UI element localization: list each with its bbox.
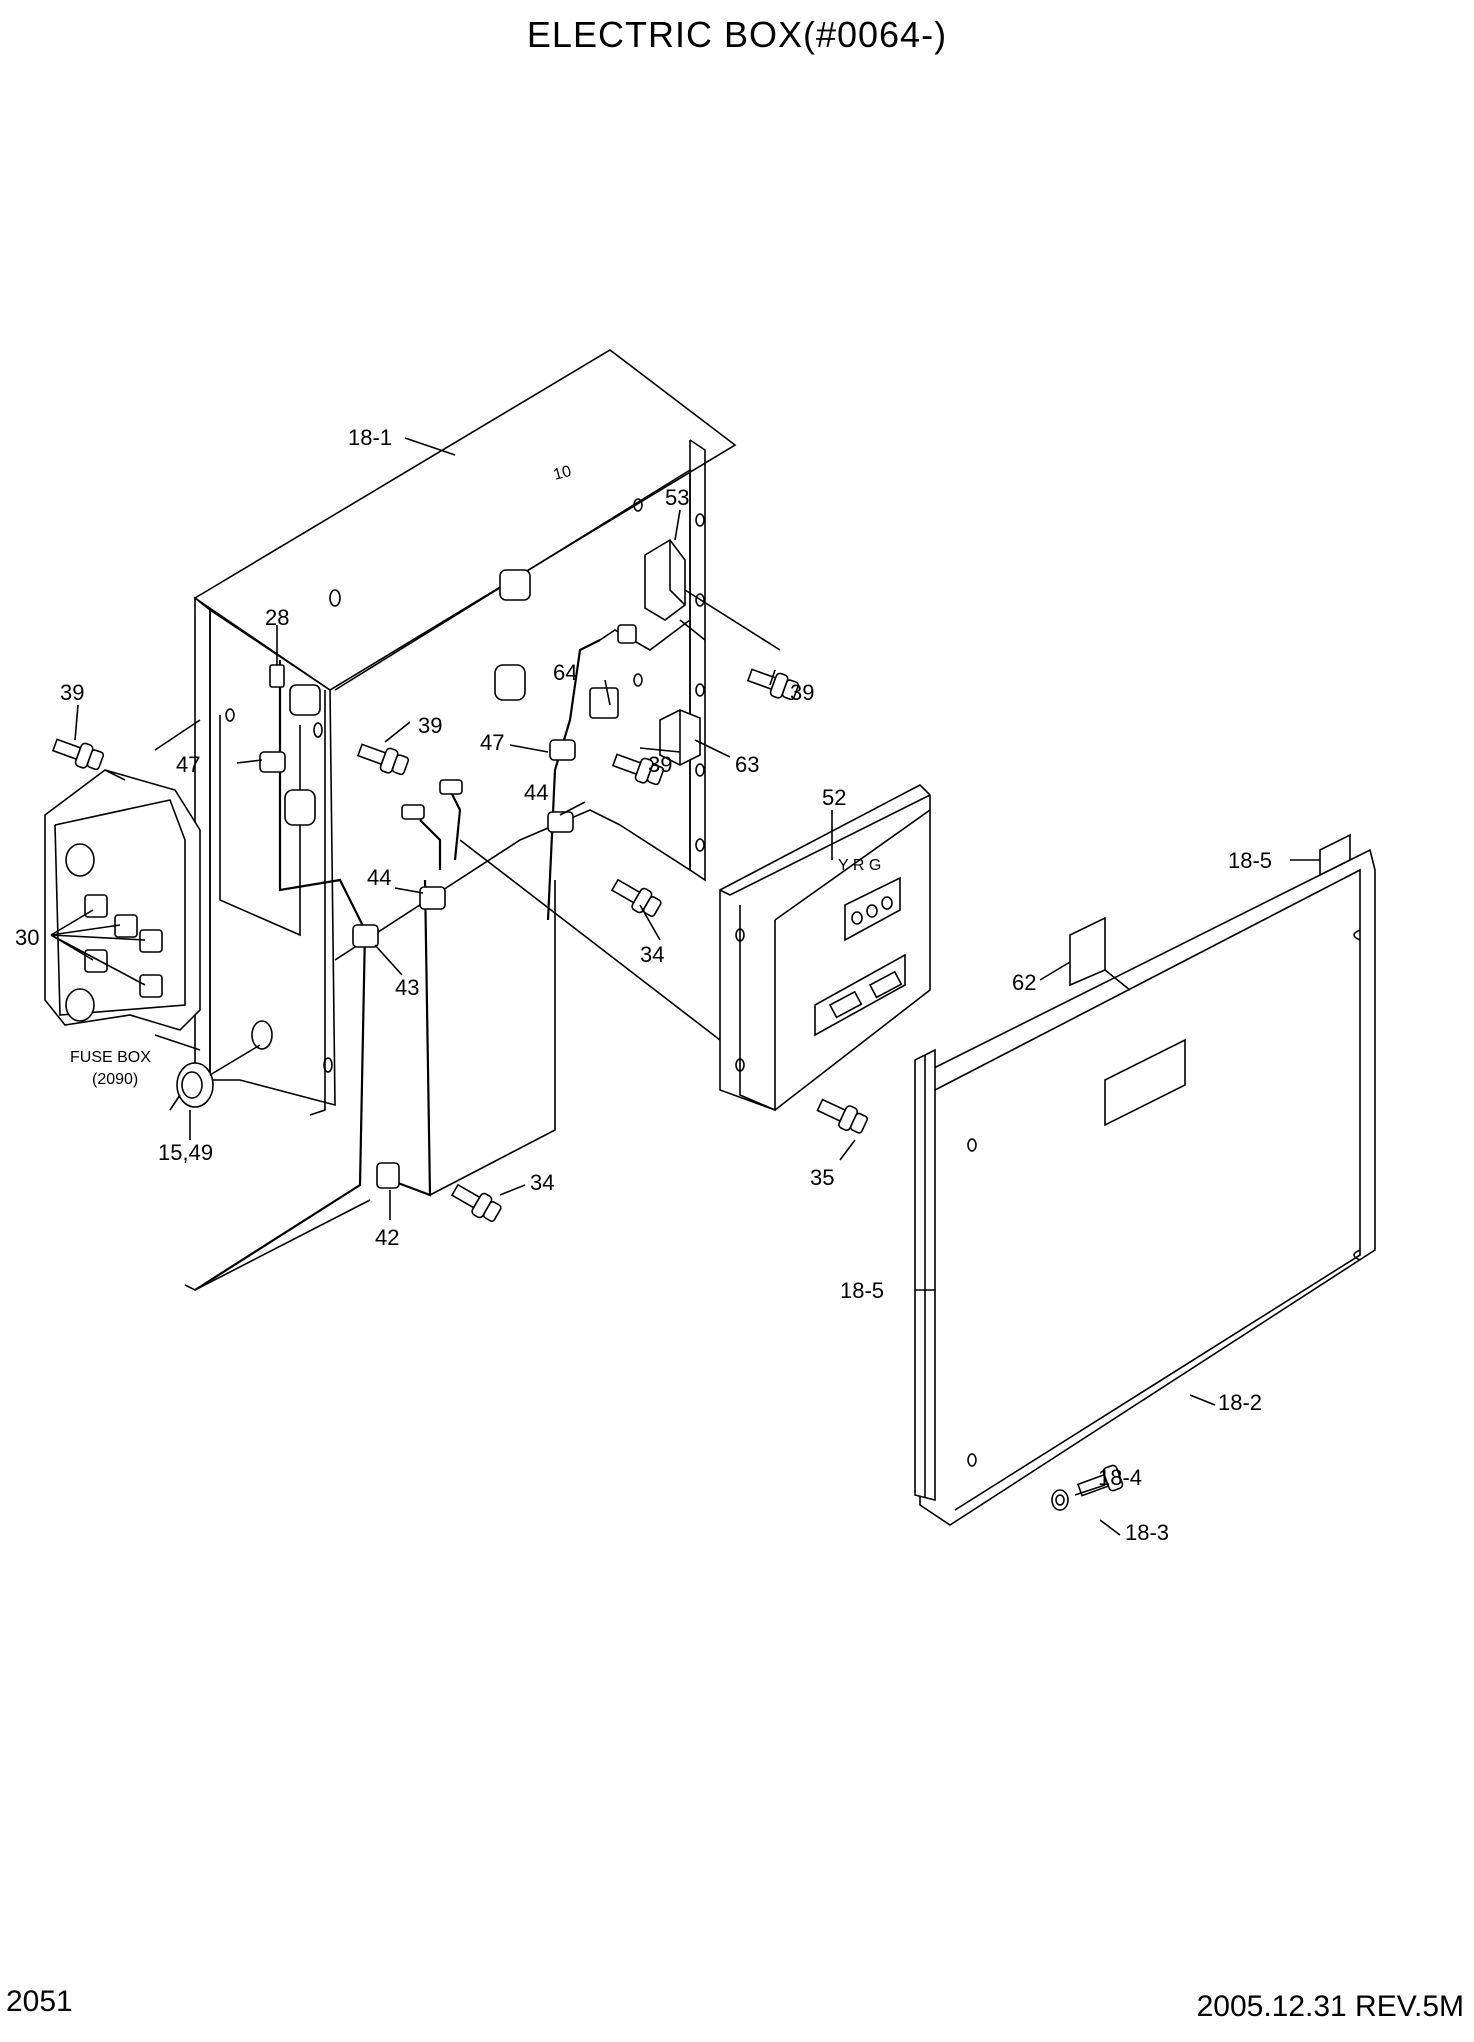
callout-39-right: 39 <box>790 680 814 705</box>
callout-35: 35 <box>810 1165 834 1190</box>
callout-39-center: 39 <box>418 713 442 738</box>
callout-53: 53 <box>665 485 689 510</box>
callout-18-2: 18-2 <box>1218 1390 1262 1415</box>
bolts <box>51 668 1124 1511</box>
wire-harness <box>184 619 691 1291</box>
callout-47-right: 47 <box>480 730 504 755</box>
callout-44-right: 44 <box>524 780 548 805</box>
callout-47-left: 47 <box>176 752 200 777</box>
callout-18-5-lower: 18-5 <box>840 1278 884 1303</box>
callout-15-49: 15,49 <box>158 1140 213 1165</box>
callout-labels: 18-1 28 39 39 39 39 47 47 64 53 63 44 44… <box>15 425 1272 1545</box>
leader-lines <box>50 437 1320 1536</box>
fuse-box-label: FUSE BOX <box>70 1049 151 1066</box>
callout-43: 43 <box>395 975 419 1000</box>
callout-52: 52 <box>822 785 846 810</box>
controller-52: Y R G <box>459 784 931 1112</box>
callout-18-3: 18-3 <box>1125 1520 1169 1545</box>
callout-18-5-upper: 18-5 <box>1228 848 1272 873</box>
callout-39-left: 39 <box>60 680 84 705</box>
callout-62: 62 <box>1012 970 1036 995</box>
callout-18-4: 18-4 <box>1098 1465 1142 1490</box>
seal-18-5 <box>914 1048 936 1502</box>
callout-34-lower: 34 <box>530 1170 554 1195</box>
indicator-letters: Y R G <box>838 857 881 874</box>
callout-63: 63 <box>735 752 759 777</box>
callout-64: 64 <box>553 660 577 685</box>
callout-30: 30 <box>15 925 39 950</box>
revision-stamp: 2005.12.31 REV.5M <box>1196 1990 1464 2023</box>
switch-15-49 <box>169 1044 261 1111</box>
page-title: ELECTRIC BOX(#0064-) <box>526 14 948 55</box>
callout-44-left: 44 <box>367 865 391 890</box>
callout-34-upper: 34 <box>640 942 664 967</box>
cover-18-2 <box>919 833 1376 1526</box>
callout-42: 42 <box>375 1225 399 1250</box>
page-number: 2051 <box>6 1985 73 2018</box>
callout-39-lower: 39 <box>648 752 672 777</box>
svg-text:10: 10 <box>552 463 574 484</box>
fuse-box-ref: (2090) <box>92 1071 138 1088</box>
callout-18-1: 18-1 <box>348 425 392 450</box>
box-housing: 10 <box>193 349 737 1116</box>
module-53 <box>644 538 781 651</box>
callout-28: 28 <box>265 605 289 630</box>
fuse-box <box>44 719 201 1051</box>
